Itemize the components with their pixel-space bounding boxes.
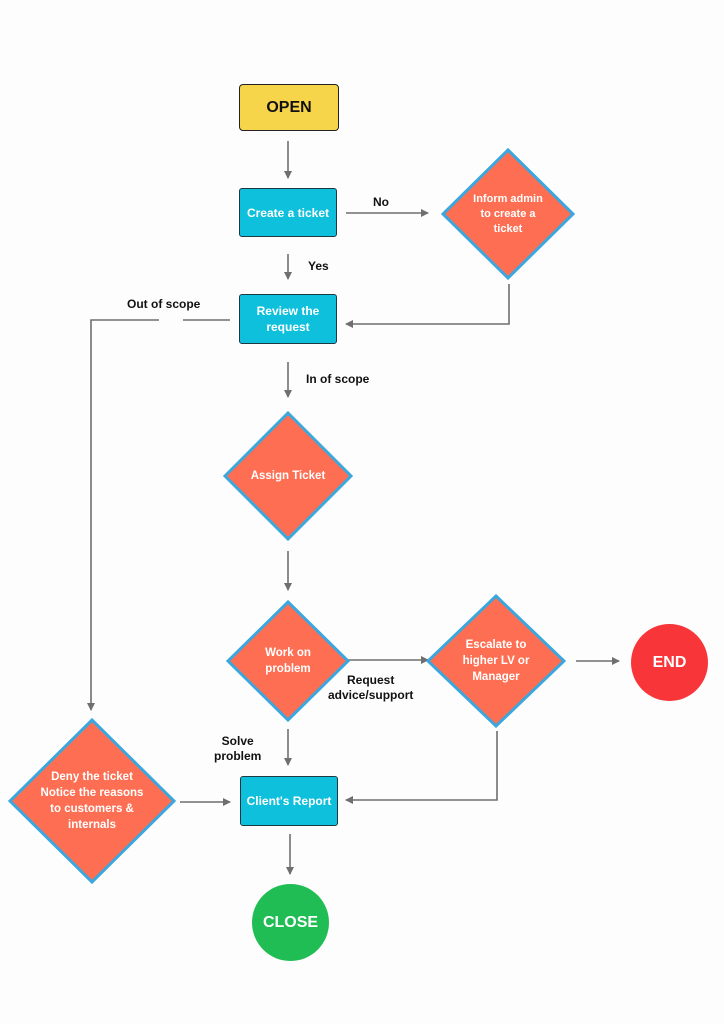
diamond-shape-icon xyxy=(426,594,566,728)
edge-label-in-of-scope: In of scope xyxy=(306,372,370,386)
edge-label-solve-problem: Solve problem xyxy=(214,734,262,763)
edge-out-of-scope-to-deny xyxy=(87,319,159,711)
work-on-problem-decision[interactable]: Work on problem xyxy=(226,600,350,722)
edge-inform-to-review xyxy=(345,284,510,328)
close-node[interactable]: CLOSE xyxy=(252,884,329,961)
diamond-shape-icon xyxy=(8,718,176,884)
open-node[interactable]: OPEN xyxy=(239,84,339,131)
assign-ticket-label: Assign Ticket xyxy=(250,470,326,482)
assign-ticket-decision[interactable]: Assign Ticket xyxy=(223,411,353,541)
edge-escalate-to-report xyxy=(345,731,498,804)
deny-ticket-decision[interactable]: Deny the ticket Notice the reasons to cu… xyxy=(8,718,176,884)
work-on-problem-label: Work on problem xyxy=(265,647,311,675)
end-node[interactable]: END xyxy=(631,624,708,701)
diamond-shape-icon xyxy=(223,411,353,541)
inform-admin-decision[interactable]: Inform admin to create a ticket xyxy=(441,148,575,280)
edge-label-yes: Yes xyxy=(308,259,329,273)
review-request-node[interactable]: Review the request xyxy=(239,294,337,344)
escalate-label: Escalate to higher LV or Manager xyxy=(462,639,530,683)
edge-label-out-of-scope: Out of scope xyxy=(127,297,201,311)
edge-label-request-support: Request advice/support xyxy=(328,673,414,702)
diamond-shape-icon xyxy=(226,600,350,722)
inform-admin-label: Inform admin to create a ticket xyxy=(473,192,543,235)
diamond-shape-icon xyxy=(441,148,575,280)
escalate-decision[interactable]: Escalate to higher LV or Manager xyxy=(426,594,566,728)
edge-label-no: No xyxy=(373,195,389,209)
clients-report-node[interactable]: Client's Report xyxy=(240,776,338,826)
deny-ticket-label: Deny the ticket Notice the reasons to cu… xyxy=(40,771,144,831)
create-ticket-node[interactable]: Create a ticket xyxy=(239,188,337,237)
